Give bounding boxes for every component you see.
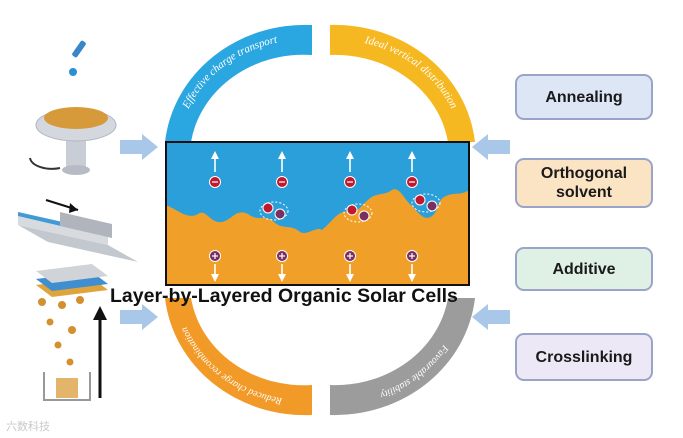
vertical-deposition-arrow-icon [93,306,107,398]
interface-charge-pair [259,201,289,221]
charge-electron-icon [344,250,356,262]
active-layer-panel [165,141,470,286]
flow-arrow-icon [120,134,510,330]
electron-transport-arrow [278,264,286,282]
blade-coater-icon [18,199,138,262]
hole-transport-arrow [278,151,286,172]
charge-hole-icon [344,176,356,188]
charge-hole-icon [406,176,418,188]
charge-electron-icon [276,250,288,262]
arc-reduced-charge-recombination [165,298,312,416]
hole-transport-arrow [211,151,219,172]
layer-stack-icon [36,264,108,297]
dropper-icon [69,40,86,76]
hole-transport-arrow [408,151,416,172]
electron-transport-arrow [346,264,354,282]
method-crosslinking: Crosslinking [515,333,653,381]
electron-transport-arrow [408,264,416,282]
rotation-arrow-icon [29,157,61,170]
hole-transport-arrow [346,151,354,172]
method-orthogonal-solvent: Orthogonal solvent [515,158,653,208]
spin-coater-icon [35,107,117,175]
charge-hole-icon [209,176,221,188]
method-annealing: Annealing [515,74,653,120]
charge-hole-icon [276,176,288,188]
diagram-title: Layer-by-Layered Organic Solar Cells [110,285,458,307]
interface-charge-pair [411,193,441,213]
charge-electron-icon [406,250,418,262]
evaporation-source-icon [38,296,91,401]
interface-charge-pair [343,203,373,223]
arc-effective-charge-transport [165,24,312,142]
watermark-text: 六数科技 [6,420,50,433]
charge-electron-icon [209,250,221,262]
arc-ideal-vertical-distribution [330,24,475,142]
electron-transport-arrow [211,264,219,282]
arc-favourable-stability [330,298,475,416]
donor-acceptor-interface [166,189,469,285]
method-orthogonal-solvent-label: Orthogonal solvent [540,165,628,201]
method-additive: Additive [515,247,653,291]
